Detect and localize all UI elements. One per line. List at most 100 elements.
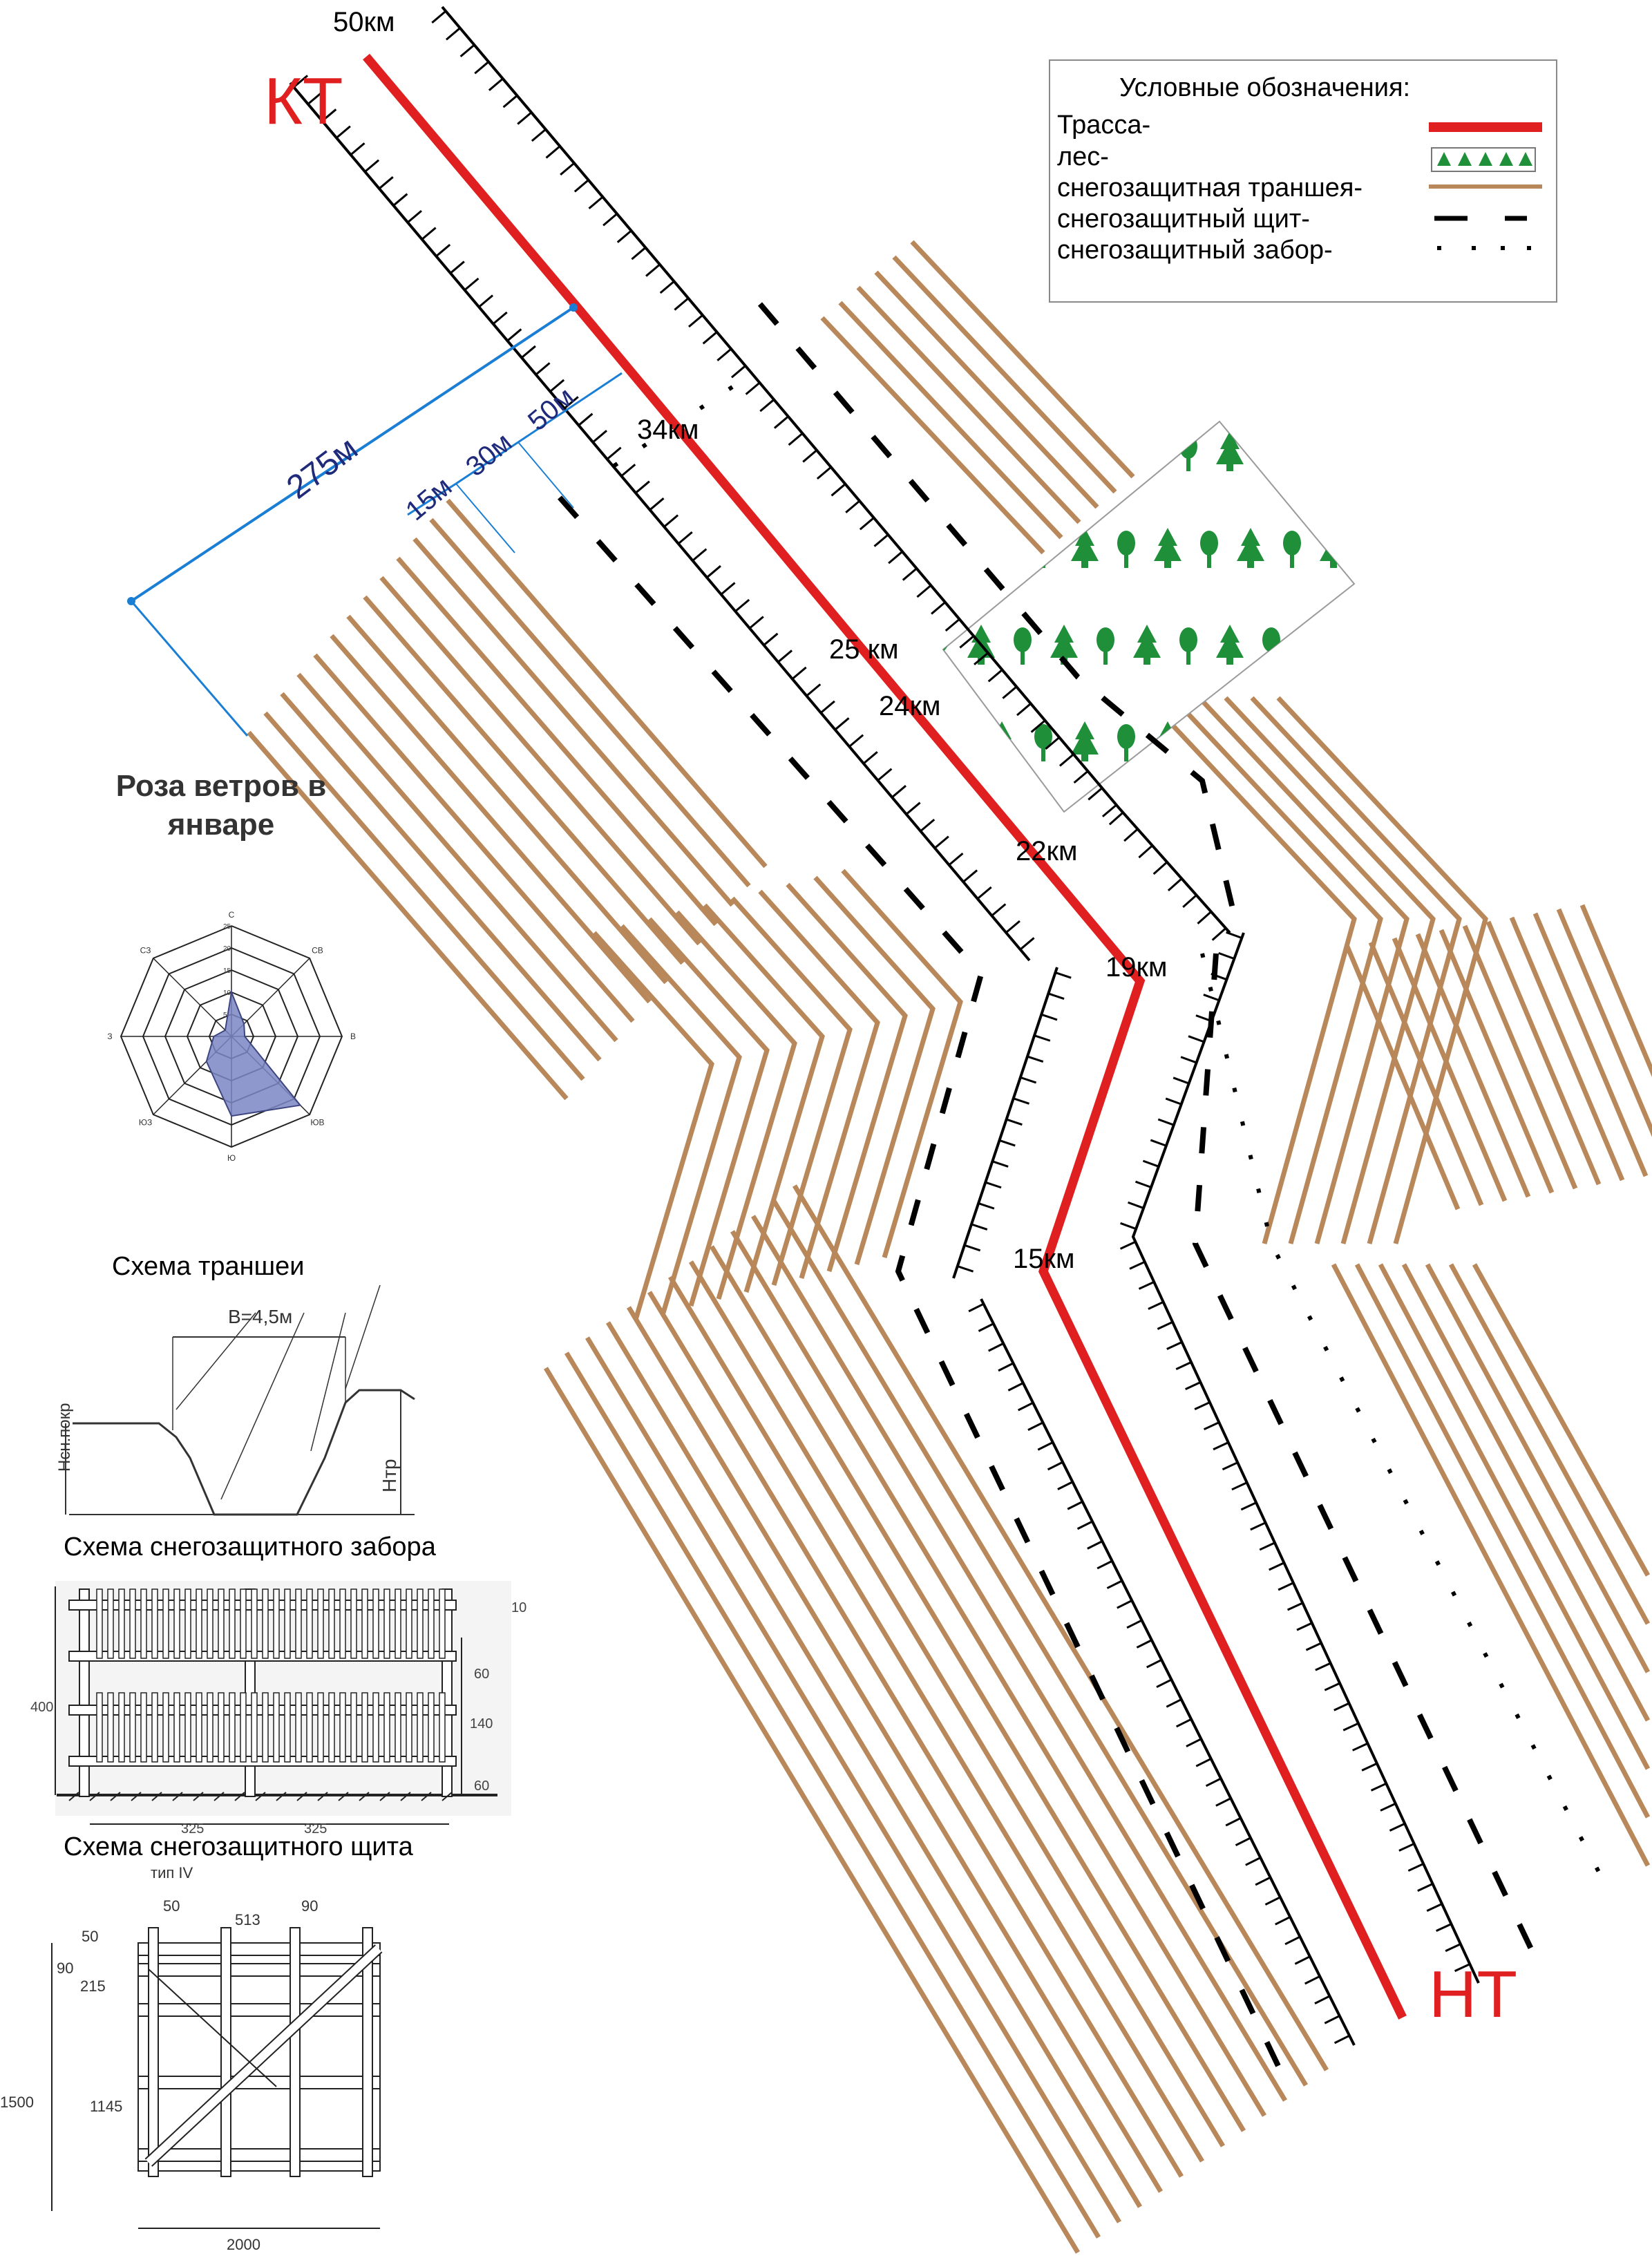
fence-tick — [962, 869, 978, 883]
fence-tick — [759, 399, 775, 412]
fence-tick — [1076, 1520, 1093, 1530]
fence-tick — [1398, 1843, 1415, 1852]
fence-tick — [820, 700, 835, 714]
fence-tick — [1027, 1421, 1044, 1431]
tree-icon — [1096, 821, 1114, 858]
dimension-extension — [455, 483, 515, 553]
fence-tick — [1333, 2034, 1350, 2044]
shield-line-right — [757, 302, 1240, 927]
fence-tick — [1128, 1201, 1144, 1209]
wind-rose-axis — [153, 958, 232, 1037]
fence-tick — [1134, 1180, 1152, 1188]
fence-slat — [251, 1692, 258, 1763]
fence-tick — [974, 652, 989, 665]
trench-line — [668, 1275, 1204, 2163]
trench-h-label: Hтр — [379, 1459, 400, 1492]
fence-slat — [229, 1692, 236, 1763]
trench-hatch — [345, 1284, 381, 1389]
ground-hatch — [317, 1792, 328, 1801]
fence-slat — [207, 1588, 213, 1659]
fence-tick — [702, 331, 718, 345]
tree-icon — [1117, 918, 1135, 955]
shield-dim-50a: 50 — [82, 1928, 99, 1945]
fence-tick — [674, 297, 690, 311]
fence-tick — [606, 446, 622, 460]
fence-tick — [307, 91, 323, 105]
fence-tick — [716, 348, 732, 361]
fence-tick — [1030, 719, 1046, 733]
fence-dots — [1200, 953, 1612, 1895]
trench-line — [346, 614, 668, 985]
fence-slat — [107, 1692, 114, 1763]
fence-tick — [588, 196, 604, 209]
fence-slat — [361, 1692, 368, 1763]
fence-tick — [957, 1265, 974, 1273]
fence-tick — [1108, 811, 1124, 826]
fence-tick — [659, 281, 675, 294]
fence-dim-325a: 325 — [181, 1821, 205, 1837]
fence-tick — [1445, 1943, 1461, 1953]
fence-tick — [1315, 1662, 1331, 1671]
fence-tick — [891, 785, 906, 799]
ground-hatch — [234, 1792, 245, 1801]
fence-slat — [406, 1588, 412, 1659]
km-marker-15: 15км — [1013, 1244, 1075, 1274]
fence-tick — [1005, 920, 1020, 933]
fence-tick — [834, 717, 850, 731]
fence-tick — [959, 635, 975, 649]
fence-slat — [173, 1692, 180, 1763]
shield-dim-215: 215 — [80, 1977, 106, 1995]
wind-rose-direction-label: В — [350, 1032, 356, 1041]
fence-tick — [1226, 931, 1242, 939]
trench-line — [689, 1260, 1225, 2147]
fence-slat — [151, 1588, 158, 1659]
trench-line — [1472, 1263, 1651, 1577]
fence-tick — [1016, 703, 1032, 717]
fence-slat — [218, 1692, 225, 1763]
tree-icon — [1262, 434, 1280, 471]
trench-scheme-title: Схема траншеи — [112, 1252, 305, 1281]
fence-slat — [107, 1588, 114, 1659]
fence-tick — [1123, 828, 1139, 842]
fence-slat — [96, 1588, 103, 1659]
trench-line — [647, 917, 770, 1307]
fence-tick — [788, 433, 804, 446]
dimension-line-30 — [455, 441, 519, 485]
fence-tick — [1120, 1222, 1137, 1230]
fence-slat — [262, 1692, 269, 1763]
fence-slat — [273, 1692, 280, 1763]
wind-rose-direction-label: СВ — [312, 946, 323, 956]
fence-tick — [1188, 1035, 1205, 1043]
trench-line — [1415, 933, 1531, 1198]
fence-tick — [1006, 1118, 1023, 1126]
tree-icon — [1216, 818, 1244, 858]
ground-hatch — [151, 1792, 162, 1801]
fence-tick — [1197, 911, 1212, 924]
shield-dim-90b: 90 — [57, 1960, 74, 1977]
trench-line — [1197, 696, 1409, 1244]
trench-line — [1425, 1263, 1651, 1673]
legend-title: Условные обозначения: — [1119, 73, 1411, 102]
fence-tick — [1185, 1381, 1202, 1390]
fence-slat — [129, 1588, 136, 1659]
fence-tick — [407, 209, 422, 224]
fence-scheme-drawing — [55, 1581, 511, 1825]
fence-tick — [976, 886, 992, 900]
fence-tick — [378, 176, 394, 190]
fence-tick — [1294, 1955, 1311, 1965]
wind-rose-direction-label: Ю — [227, 1153, 236, 1163]
fence-tick — [1172, 1076, 1190, 1085]
fence-slat — [328, 1692, 335, 1763]
fence-tick — [848, 734, 864, 748]
ground-hatch — [296, 1792, 307, 1801]
km-marker-22: 22км — [1016, 836, 1078, 866]
fence-tick — [1017, 1401, 1034, 1412]
fence-tick — [1235, 1837, 1251, 1847]
fence-tick — [1045, 737, 1061, 750]
ground-hatch — [110, 1792, 121, 1801]
fence-tick — [1087, 1540, 1103, 1550]
trench-line — [1250, 696, 1462, 1244]
km-marker-24: 24км — [879, 691, 941, 721]
fence-slat — [229, 1588, 236, 1659]
fence-tick — [1166, 1341, 1183, 1350]
